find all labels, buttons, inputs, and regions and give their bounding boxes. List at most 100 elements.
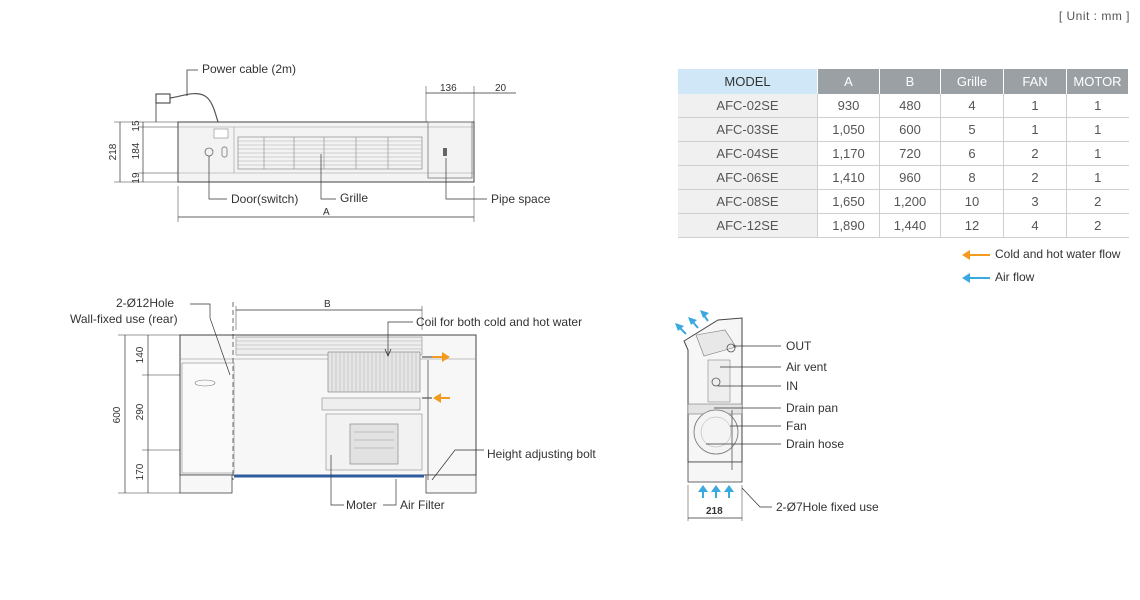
cell-b: 480 [879, 94, 941, 118]
legend-water-flow: Cold and hot water flow [962, 247, 1120, 261]
table-row: AFC-06SE 1,410 960 8 2 1 [678, 165, 1129, 190]
cell-motor: 1 [1066, 117, 1129, 142]
col-header-motor: MOTOR [1066, 69, 1129, 94]
cell-grille: 12 [940, 213, 1004, 238]
cell-a: 1,050 [817, 117, 880, 142]
legend-water-flow-label: Cold and hot water flow [995, 247, 1121, 261]
front-view: Power cable (2m) [108, 62, 551, 222]
table-row: AFC-12SE 1,890 1,440 12 4 2 [678, 213, 1129, 238]
table-row: AFC-08SE 1,650 1,200 10 3 2 [678, 189, 1129, 214]
drain-pan-label: Drain pan [786, 401, 838, 415]
dim-170: 170 [135, 463, 146, 480]
cell-a: 930 [817, 94, 880, 118]
orange-arrow-icon [962, 249, 990, 260]
col-header-fan: FAN [1003, 69, 1067, 94]
cell-motor: 1 [1066, 141, 1129, 166]
cell-fan: 1 [1003, 117, 1067, 142]
cell-fan: 2 [1003, 141, 1067, 166]
cell-fan: 2 [1003, 165, 1067, 190]
cell-model: AFC-02SE [678, 94, 818, 118]
legend-air-flow: Air flow [962, 270, 1034, 284]
dim-140: 140 [135, 346, 146, 363]
cell-motor: 2 [1066, 213, 1129, 238]
air-vent-label: Air vent [786, 360, 827, 374]
dim-136: 136 [440, 83, 457, 94]
cell-model: AFC-03SE [678, 117, 818, 142]
cell-a: 1,650 [817, 189, 880, 214]
side-hole-label: 2-Ø7Hole fixed use [776, 500, 879, 514]
pipe-space-box [427, 121, 473, 179]
cell-motor: 1 [1066, 94, 1129, 118]
dim-290: 290 [135, 403, 146, 420]
cell-a: 1,170 [817, 141, 880, 166]
drain-hose-label: Drain hose [786, 437, 844, 451]
cell-fan: 1 [1003, 94, 1067, 118]
side-dim-218: 218 [706, 506, 723, 517]
cell-b: 960 [879, 165, 941, 190]
cell-model: AFC-08SE [678, 189, 818, 214]
dim-19: 19 [131, 172, 142, 184]
model-spec-table: MODEL A B Grille FAN MOTOR AFC-02SE 930 … [678, 69, 1129, 238]
out-label: OUT [786, 339, 812, 353]
table-header-row: MODEL A B Grille FAN MOTOR [678, 69, 1129, 94]
motor-box [349, 423, 399, 465]
col-header-b: B [879, 69, 941, 94]
cell-grille: 8 [940, 165, 1004, 190]
dim-184: 184 [131, 142, 142, 159]
in-label: IN [786, 379, 798, 393]
cell-grille: 4 [940, 94, 1004, 118]
pipe-space-label: Pipe space [491, 192, 551, 206]
cell-b: 720 [879, 141, 941, 166]
fan-circle [693, 409, 739, 455]
cell-model: AFC-04SE [678, 141, 818, 166]
coil-label: Coil for both cold and hot water [416, 315, 582, 329]
cell-a: 1,410 [817, 165, 880, 190]
cell-b: 600 [879, 117, 941, 142]
unit-note: [ Unit : mm ] [1058, 9, 1130, 23]
dim-600: 600 [112, 406, 123, 423]
dim-a: A [323, 207, 330, 218]
water-flow-arrow-out [432, 352, 450, 362]
cell-grille: 6 [940, 141, 1004, 166]
dim-20: 20 [495, 83, 507, 94]
side-view: 218 OUT Air vent IN Drain pan Fan Drain … [675, 310, 879, 521]
moter-label: Moter [346, 498, 377, 512]
height-bolt-label: Height adjusting bolt [487, 447, 596, 461]
coil [327, 351, 421, 393]
air-flow-arrows-out [675, 310, 709, 335]
cell-b: 1,200 [879, 189, 941, 214]
dim-15: 15 [131, 120, 142, 132]
cell-fan: 4 [1003, 213, 1067, 238]
col-header-a: A [817, 69, 880, 94]
col-header-grille: Grille [940, 69, 1004, 94]
door-switch-label: Door(switch) [231, 192, 298, 206]
cell-grille: 10 [940, 189, 1004, 214]
hole-label: 2-Ø12Hole [116, 296, 174, 310]
grille-label: Grille [340, 191, 368, 205]
power-cable-label: Power cable (2m) [202, 62, 296, 76]
table-row: AFC-03SE 1,050 600 5 1 1 [678, 117, 1129, 142]
dim-b: B [324, 299, 331, 310]
legend-air-flow-label: Air flow [995, 270, 1035, 284]
air-filter-label: Air Filter [400, 498, 445, 512]
cell-grille: 5 [940, 117, 1004, 142]
cell-model: AFC-12SE [678, 213, 818, 238]
fan-label: Fan [786, 419, 807, 433]
wall-fixed-label: Wall-fixed use (rear) [70, 312, 178, 326]
col-header-model: MODEL [678, 69, 818, 94]
inner-view: B 600 140 290 170 2-Ø12Hole Wall-fixed u… [70, 296, 596, 512]
cell-motor: 1 [1066, 165, 1129, 190]
table-row: AFC-04SE 1,170 720 6 2 1 [678, 141, 1129, 166]
table-row: AFC-02SE 930 480 4 1 1 [678, 94, 1129, 118]
cell-model: AFC-06SE [678, 165, 818, 190]
dim-218: 218 [108, 143, 119, 160]
cell-fan: 3 [1003, 189, 1067, 214]
blue-arrow-icon [962, 272, 990, 283]
cell-b: 1,440 [879, 213, 941, 238]
water-flow-arrow-in [433, 393, 450, 403]
cell-motor: 2 [1066, 189, 1129, 214]
grille-slats [237, 136, 423, 170]
cell-a: 1,890 [817, 213, 880, 238]
air-flow-arrows-in [698, 485, 734, 498]
